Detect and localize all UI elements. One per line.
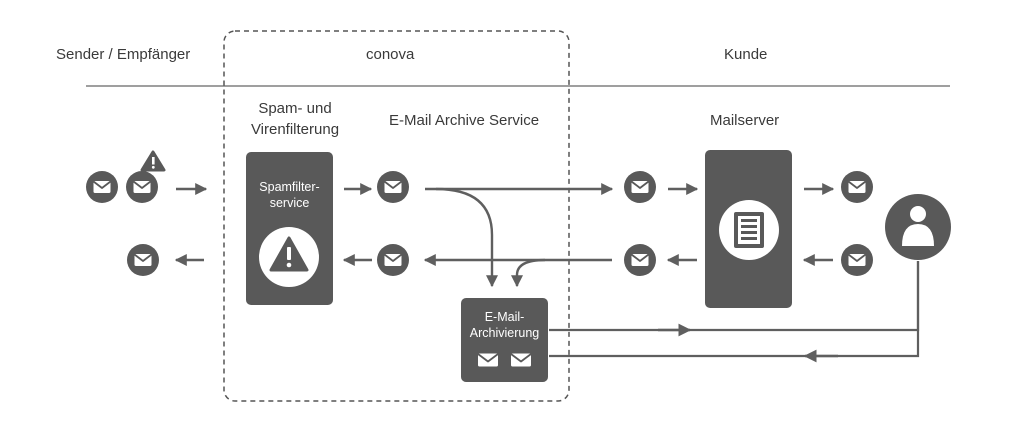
spamfilter-service-label: Spamfilter- service xyxy=(246,179,333,211)
mailserver-title: Mailserver xyxy=(710,112,780,129)
spam-filter-title: Spam- und Virenfilterung xyxy=(233,98,357,140)
archivierung-label: E-Mail- Archivierung xyxy=(461,309,548,341)
arrow-top-to-archivierung xyxy=(435,187,498,288)
arrow-bottom-to-archivierung xyxy=(511,258,546,288)
archive-service-envelope-icon-top xyxy=(376,170,410,204)
spam-filter-title-line1: Spam- und xyxy=(258,100,332,117)
line-user-to-archivierung xyxy=(549,261,920,358)
kunde-envelope-icon-bottom-right xyxy=(840,243,874,277)
kunde-envelope-icon-top-left xyxy=(623,170,657,204)
spamfilter-label-line1: Spamfilter- xyxy=(259,180,320,194)
column-label-sender: Sender / Empfänger xyxy=(56,46,191,63)
spam-warning-icon xyxy=(140,150,166,172)
archivierung-label-line1: E-Mail- xyxy=(484,310,525,324)
kunde-envelope-icon-bottom-left xyxy=(623,243,657,277)
archive-service-title: E-Mail Archive Service xyxy=(389,112,540,129)
conova-boundary xyxy=(223,30,570,402)
column-label-kunde: Kunde xyxy=(724,46,768,63)
column-label-conova: conova xyxy=(366,46,415,63)
archive-envelope-icon-2 xyxy=(510,352,532,368)
sender-envelope-icon-2 xyxy=(125,170,159,204)
spam-filter-title-line2: Virenfilterung xyxy=(250,121,340,138)
spamfilter-warning-icon xyxy=(259,227,319,287)
user-icon xyxy=(885,194,951,260)
sender-envelope-icon-1 xyxy=(85,170,119,204)
archivierung-label-line2: Archivierung xyxy=(469,326,540,340)
recipient-envelope-icon xyxy=(126,243,160,277)
archive-service-envelope-icon-bottom xyxy=(376,243,410,277)
server-icon xyxy=(719,200,779,260)
spamfilter-label-line2: service xyxy=(269,196,310,210)
archive-envelope-icon-1 xyxy=(477,352,499,368)
kunde-envelope-icon-top-right xyxy=(840,170,874,204)
